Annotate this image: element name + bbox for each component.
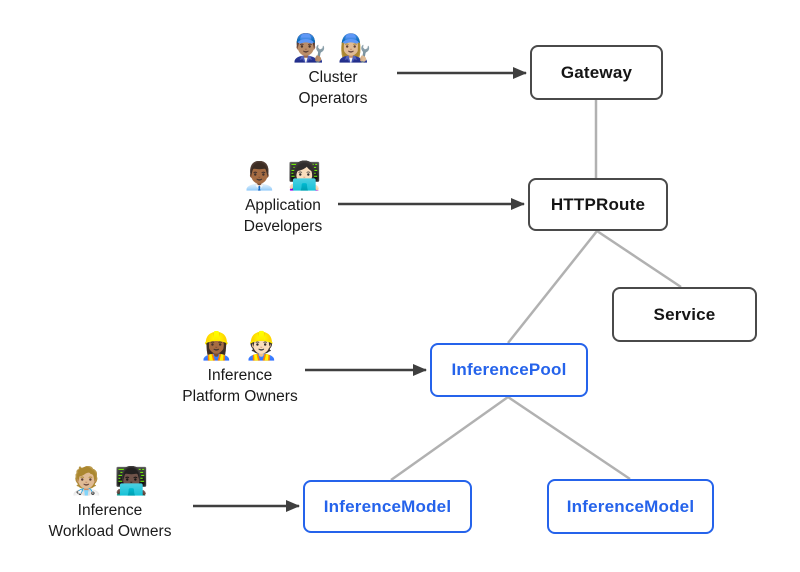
persona-label: Inference Workload Owners bbox=[10, 501, 210, 543]
persona-label-line1: Application bbox=[245, 197, 321, 215]
persona-label: Inference Platform Owners bbox=[140, 366, 340, 408]
cluster-operators-emoji: 👨🏽‍🔧 👩🏼‍🔧 bbox=[292, 33, 374, 63]
inference-platform-owners-emoji: 👷🏾‍♀️ 👷🏻 bbox=[199, 331, 281, 361]
persona-inference-workload-owners: 🧑🏼‍⚕️ 👨🏿‍💻 Inference Workload Owners bbox=[10, 465, 210, 543]
application-developers-emoji: 👨🏾‍💼 👩🏻‍💻 bbox=[242, 161, 324, 191]
persona-inference-platform-owners: 👷🏾‍♀️ 👷🏻 Inference Platform Owners bbox=[140, 330, 340, 408]
edge-inferencepool-inferencemodel-left bbox=[390, 395, 509, 482]
persona-application-developers: 👨🏾‍💼 👩🏻‍💻 Application Developers bbox=[203, 160, 363, 238]
persona-label-line2: Workload Owners bbox=[48, 523, 172, 541]
node-service: Service bbox=[612, 287, 757, 342]
edge-httproute-inferencepool bbox=[507, 230, 598, 344]
node-httproute: HTTPRoute bbox=[528, 178, 668, 231]
persona-label: Cluster Operators bbox=[253, 68, 413, 110]
persona-label-line2: Operators bbox=[298, 90, 368, 108]
node-inferencepool: InferencePool bbox=[430, 343, 588, 397]
persona-label-line1: Inference bbox=[207, 367, 273, 385]
inference-workload-owners-emoji: 🧑🏼‍⚕️ 👨🏿‍💻 bbox=[69, 466, 151, 496]
node-gateway: Gateway bbox=[530, 45, 663, 100]
persona-label-line1: Inference bbox=[77, 502, 143, 520]
persona-label-line2: Developers bbox=[243, 218, 323, 236]
node-inferencemodel-left: InferenceModel bbox=[303, 480, 472, 533]
node-inferencemodel-right: InferenceModel bbox=[547, 479, 714, 534]
persona-label-line2: Platform Owners bbox=[182, 388, 298, 406]
edge-httproute-service bbox=[596, 229, 682, 289]
persona-label: Application Developers bbox=[203, 196, 363, 238]
edge-inferencepool-inferencemodel-right bbox=[507, 395, 631, 481]
persona-label-line1: Cluster bbox=[308, 69, 358, 87]
persona-cluster-operators: 👨🏽‍🔧 👩🏼‍🔧 Cluster Operators bbox=[253, 32, 413, 110]
